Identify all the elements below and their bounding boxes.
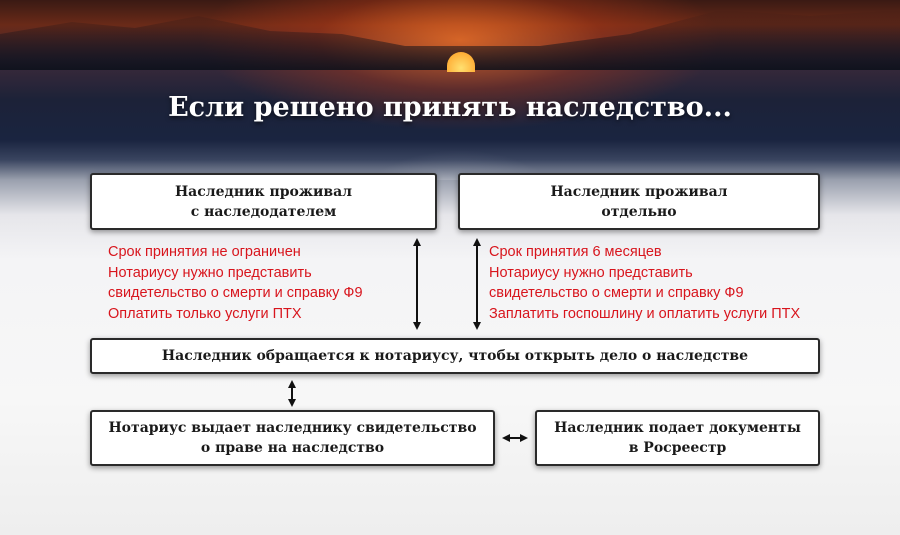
box-text: Наследник подает документы bbox=[554, 420, 801, 436]
sun bbox=[447, 52, 475, 72]
note: свидетельство о смерти и справку Ф9 bbox=[489, 285, 744, 301]
box-notary: Наследник обращается к нотариусу, чтобы … bbox=[90, 338, 820, 374]
box-text: Нотариус выдает наследнику свидетельство bbox=[108, 420, 477, 436]
box-text: о праве на наследство bbox=[200, 440, 385, 456]
box-text: Наследник проживал bbox=[550, 183, 728, 200]
note: Срок принятия 6 месяцев bbox=[489, 244, 662, 260]
right-notes: Срок принятия 6 месяцев Нотариусу нужно … bbox=[489, 242, 800, 324]
box-text: в Росреестр bbox=[628, 440, 727, 456]
box-text: отдельно bbox=[601, 203, 677, 220]
box-certificate: Нотариус выдает наследнику свидетельство… bbox=[90, 410, 495, 466]
note: Заплатить госпошлину и оплатить услуги П… bbox=[489, 305, 801, 322]
note: Нотариусу нужно представить bbox=[108, 264, 312, 281]
note: Нотариусу нужно представить bbox=[489, 264, 693, 281]
box-lived-separately: Наследник проживал отдельно bbox=[458, 173, 820, 230]
page-title: Если решено принять наследство... bbox=[168, 92, 732, 123]
note: свидетельство о смерти и справку Ф9 bbox=[108, 285, 363, 301]
left-notes: Срок принятия не ограничен Нотариусу нуж… bbox=[108, 242, 363, 324]
box-text: Наследник проживал bbox=[174, 183, 353, 200]
box-lived-with-testator: Наследник проживал с наследодателем bbox=[90, 173, 437, 230]
box-rosreestr: Наследник подает документы в Росреестр bbox=[535, 410, 820, 466]
note: Оплатить только услуги ПТХ bbox=[108, 305, 302, 322]
box-text: с наследодателем bbox=[190, 203, 337, 220]
note: Срок принятия не ограничен bbox=[108, 244, 301, 260]
box-text: Наследник обращается к нотариусу, чтобы … bbox=[161, 348, 749, 364]
